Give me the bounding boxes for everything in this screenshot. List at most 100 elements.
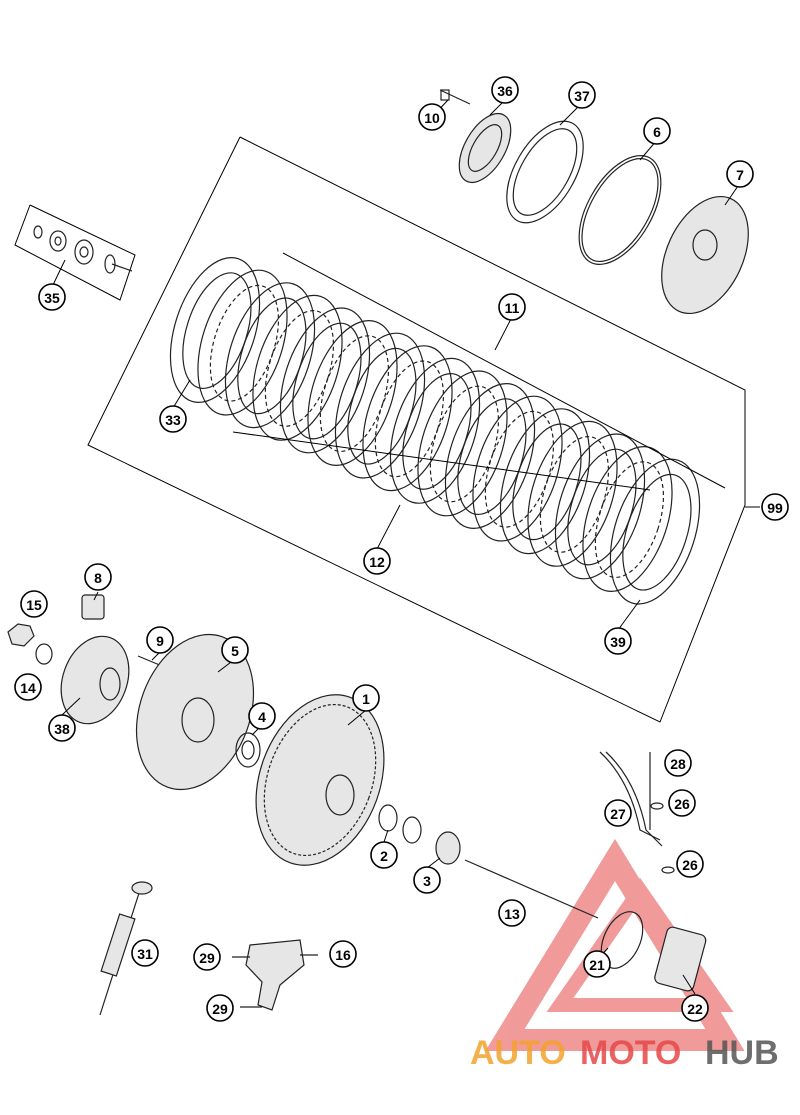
callout-label: 35 [44,290,60,306]
callout-27: 27 [604,799,632,827]
watermark-hub: HUB [705,1034,779,1072]
callout-circle [84,563,112,591]
clutch-plate [362,345,453,492]
screw-kit-parts [33,225,133,274]
clutch-plate [224,282,316,429]
callout-label: 13 [504,906,520,922]
callout-36: 36 [491,76,519,104]
callout-label: 3 [423,873,431,889]
callout-label: 10 [424,110,440,126]
clutch-plate [499,408,591,555]
callout-35: 35 [38,283,66,311]
callout-2: 2 [370,841,398,869]
callout-label: 11 [505,300,520,316]
clutch-plate-inner [209,284,280,402]
clutch-plate-inner [319,335,390,453]
clutch-plate [252,294,343,441]
clutch-plate [279,307,371,454]
callout-label: 29 [212,1001,228,1017]
watermark-auto: AUTO [470,1034,566,1072]
callout-21: 21 [583,950,611,978]
callout-circle [643,117,671,145]
callout-circle [583,950,611,978]
clutch-plate [197,269,288,416]
clutch-plate [417,370,508,517]
callout-label: 37 [574,88,590,104]
callout-label: 38 [54,721,70,737]
screw-kit-outline [14,204,136,301]
callout-29: 29 [193,943,221,971]
plate-group-brackets [232,252,726,491]
callout-circle [159,405,187,433]
callout-4: 4 [248,702,276,730]
callout-label: 12 [369,554,385,570]
callout-8: 8 [84,563,112,591]
callout-label: 28 [670,756,686,772]
callout-circle [664,749,692,777]
callout-label: 5 [231,643,239,659]
callout-label: 6 [653,124,661,140]
callout-14: 14 [14,673,42,701]
clutch-plate-inner [429,385,500,503]
callout-circle [352,684,380,712]
callout-circle [604,627,632,655]
clutch-plate-inner [374,360,445,478]
callout-label: 1 [362,691,370,707]
callout-circle [363,547,391,575]
callout-circle [20,590,48,618]
clutch-plate-inner [539,436,610,553]
clutch-plate-inner [594,461,665,579]
clutch-plate [609,458,701,605]
callout-26: 26 [668,789,696,817]
clutch-plate-inner [264,310,335,427]
leader-lines [51,99,741,995]
callout-label: 26 [682,857,698,873]
callout-13: 13 [498,899,526,927]
callout-29: 29 [206,994,234,1022]
callout-label: 16 [335,947,351,963]
callout-circle [668,789,696,817]
clutch-plate [307,320,398,466]
callout-label: 2 [380,848,388,864]
callout-39: 39 [604,627,632,655]
callout-label: 14 [20,680,36,696]
clutch-plate-inner [484,410,555,528]
callout-circle [48,714,76,742]
callout-9: 9 [146,626,174,654]
callout-circle [248,702,276,730]
callout-circle [498,899,526,927]
callout-circle [413,866,441,894]
callout-circle [206,994,234,1022]
callout-16: 16 [329,940,357,968]
callout-label: 27 [610,806,626,822]
callout-label: 39 [610,634,626,650]
callout-28: 28 [664,749,692,777]
clutch-pack-outline [87,136,760,723]
callout-label: 21 [589,957,605,973]
callout-label: 36 [497,83,513,99]
callout-circle [193,943,221,971]
watermark-moto: MOTO [580,1034,681,1072]
callout-circle [498,293,526,321]
callout-circle [14,673,42,701]
callout-circle [681,994,709,1022]
callout-3: 3 [413,866,441,894]
callout-label: 99 [767,500,783,516]
callout-33: 33 [159,405,187,433]
clutch-plate [582,446,673,592]
callout-circle [131,939,159,967]
clutch-plate [334,332,426,479]
callout-label: 31 [137,946,153,962]
callout-label: 33 [165,412,181,428]
clutch-plate [389,357,481,504]
callout-22: 22 [681,994,709,1022]
clutch-plate [169,257,261,403]
callout-label: 9 [156,633,164,649]
callout-label: 22 [687,1001,703,1017]
clutch-plate [554,433,646,580]
callout-circle [761,493,789,521]
top-parts [439,89,749,315]
clutch-plate [444,383,536,529]
callout-26: 26 [676,850,704,878]
